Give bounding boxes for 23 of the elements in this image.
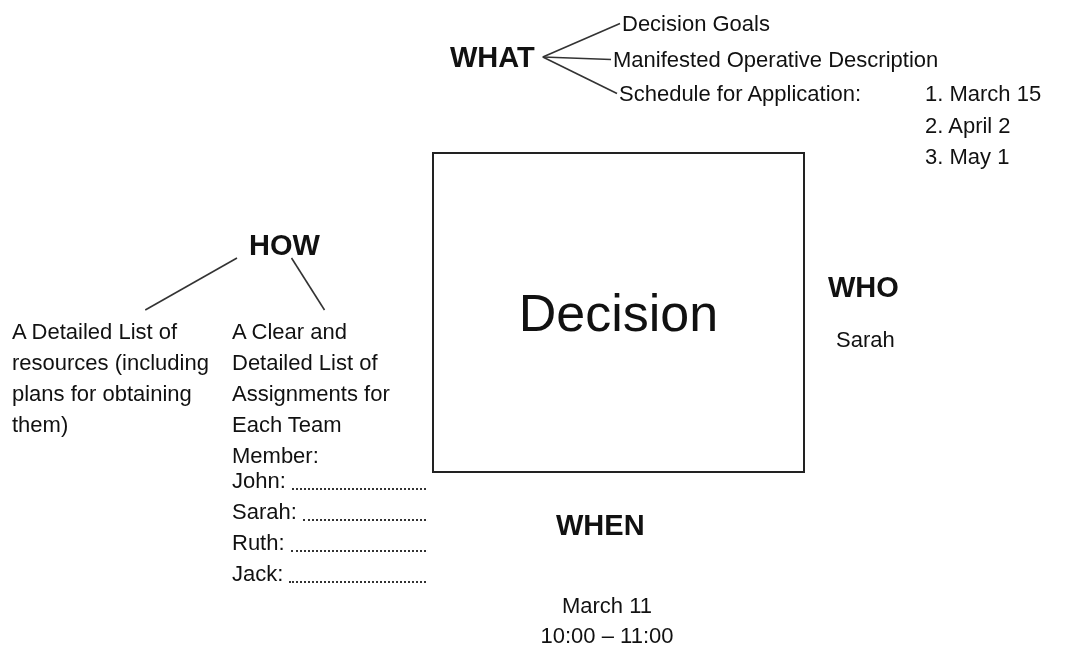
connector-line [542,22,621,58]
connector-line [144,257,238,311]
item-text: Schedule for Application: [619,78,862,109]
connector-line [542,56,612,61]
list-item-text: 2. April 2 [925,112,1011,140]
list-item-text: 3. May 1 [925,143,1010,171]
list-item-text: 1. March 15 [925,80,1042,108]
connector-line [542,56,618,95]
date-text: March 11 [561,592,653,620]
heading-text: WHAT [450,40,535,74]
connector-line [290,257,326,311]
heading-text: HOW [249,228,320,262]
name-text: Jack: [232,560,284,588]
name-text: Ruth: [232,529,285,557]
decision-box: Decision [432,152,805,473]
heading-text: WHEN [556,508,645,542]
description-text: A Detailed List of resources (including plans for obtaining them) [12,310,217,440]
heading-text: WHO [828,270,899,304]
item-text: Manifested Operative Description [613,44,939,75]
name-text: Sarah: [232,498,297,526]
time-text: 10:00 – 11:00 [540,622,674,646]
item-text: Decision Goals [622,8,770,39]
name-text: Sarah [836,326,895,354]
